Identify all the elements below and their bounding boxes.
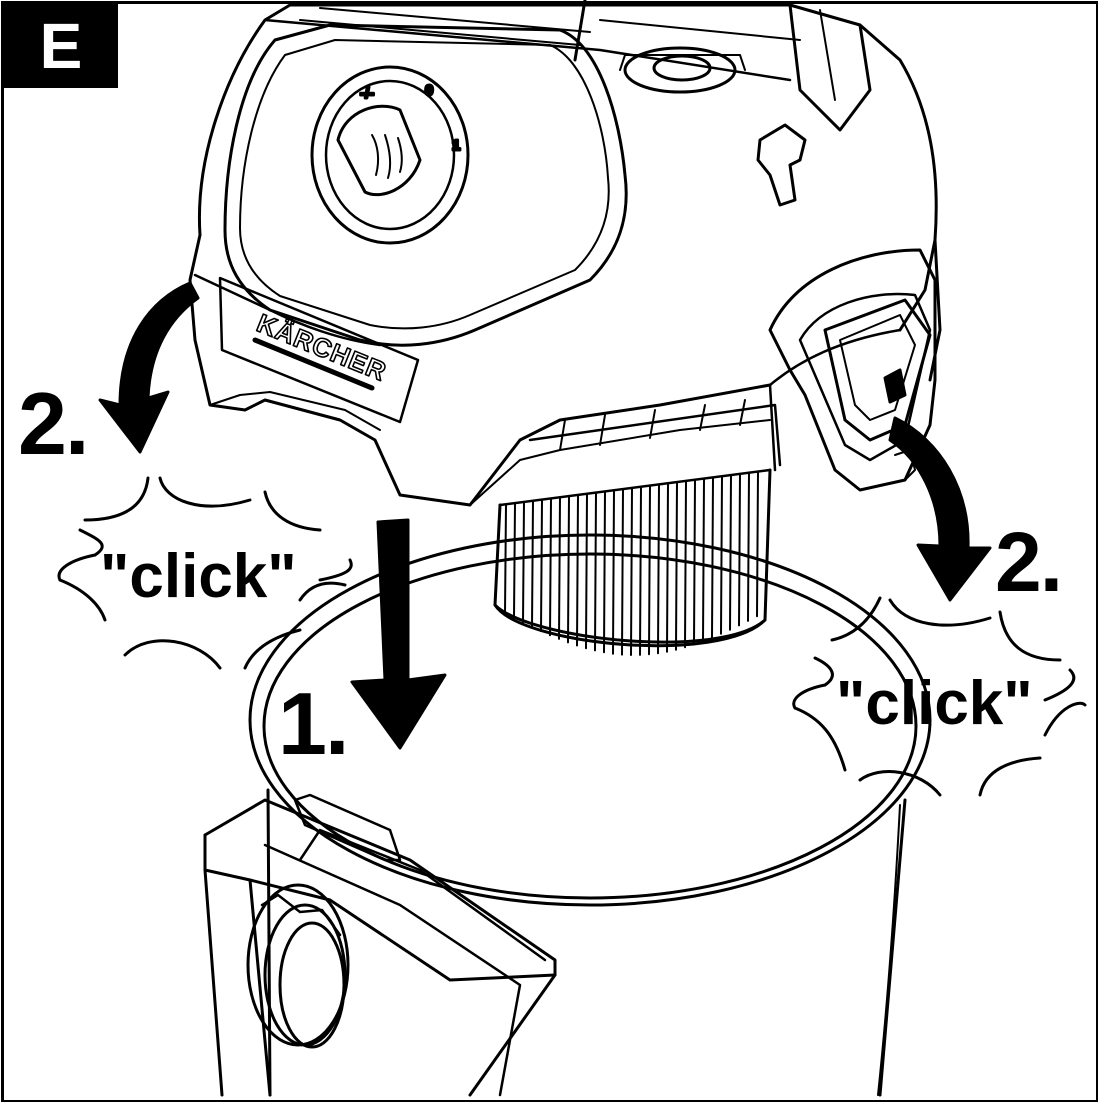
dial-label-off: -/- (360, 85, 374, 102)
container-body (248, 533, 932, 1097)
curved-arrow-icon (98, 281, 200, 454)
container-handle (203, 793, 557, 1097)
step-1-insert: 1. (278, 674, 349, 773)
click-sound-left: "click" (100, 542, 297, 611)
sound-burst-icon (57, 476, 353, 670)
sound-burst-icon (792, 596, 1087, 797)
motor-head: KÄRCHER -/- 0 1 (188, 0, 942, 507)
dial-label-one: 1 (452, 137, 460, 154)
rotary-dial: -/- 0 1 (310, 65, 470, 245)
cartridge-filter (493, 468, 772, 656)
curved-arrow-icon (888, 416, 992, 602)
dial-label-zero: 0 (425, 82, 433, 99)
step-2-right: 2. (995, 515, 1063, 609)
step-2-left: 2. (18, 374, 89, 473)
arrow-down-icon (350, 518, 447, 750)
click-sound-right: "click" (836, 669, 1033, 738)
panel-label: E (4, 4, 118, 88)
